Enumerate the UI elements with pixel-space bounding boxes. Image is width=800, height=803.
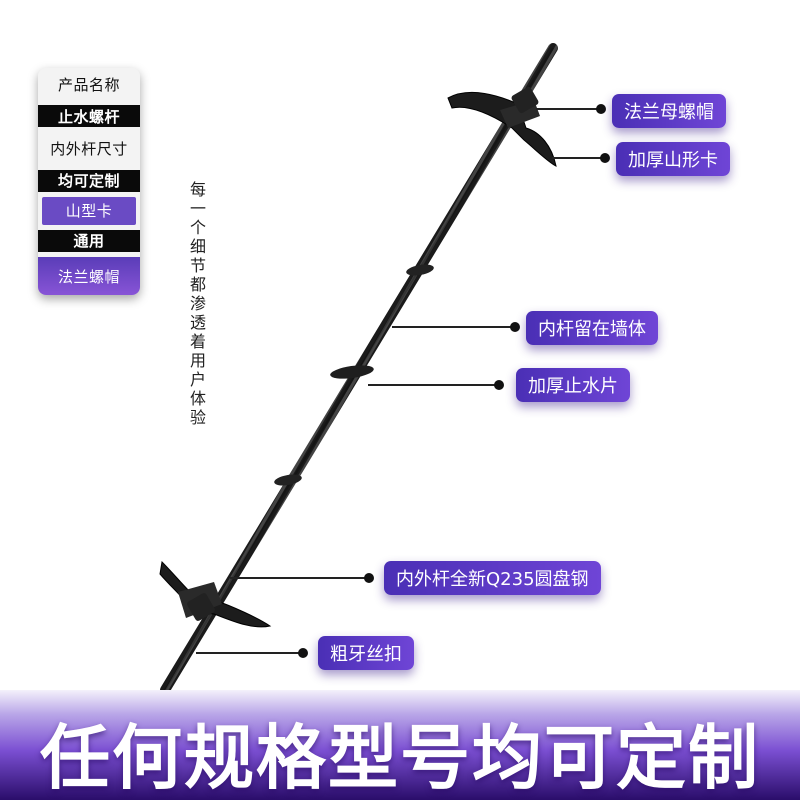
callout-thread: 粗牙丝扣 [318,636,414,670]
spec-row-customizable: 均可定制 [38,169,140,192]
spec-row-product: 止水螺杆 [38,105,140,128]
leader-line [368,384,498,386]
upper-mountain-clip [447,86,557,167]
banner-text: 任何规格型号均可定制 [40,717,760,799]
leader-line [552,157,604,159]
callout-water-stop: 加厚止水片 [516,368,630,402]
leader-dot [298,648,308,658]
leader-dot [494,380,504,390]
leader-line [230,577,370,579]
callout-steel: 内外杆全新Q235圆盘钢 [384,561,601,595]
leader-dot [600,153,610,163]
bottom-banner [0,690,800,800]
callout-flange-nut: 法兰母螺帽 [612,94,726,128]
spec-row-clip: 山型卡 [42,196,136,225]
leader-dot [364,573,374,583]
leader-line [392,326,512,328]
leader-line [196,652,304,654]
leader-dot [596,104,606,114]
leader-dot [510,322,520,332]
callout-inner-rod: 内杆留在墙体 [526,311,658,345]
vertical-slogan: 每一个细节都渗透着用户体验 [189,180,206,427]
spec-row-rod-size: 内外杆尺寸 [38,132,140,165]
spec-row-nut: 法兰螺帽 [38,256,140,295]
leader-line [536,108,602,110]
spec-row-universal: 通用 [38,229,140,252]
callout-thick-clip: 加厚山形卡 [616,142,730,176]
spec-panel: 产品名称 止水螺杆 内外杆尺寸 均可定制 山型卡 通用 法兰螺帽 [38,68,140,295]
spec-row-product-name: 产品名称 [38,68,140,101]
lower-mountain-clip [159,560,272,628]
water-stop-plate [274,264,434,486]
